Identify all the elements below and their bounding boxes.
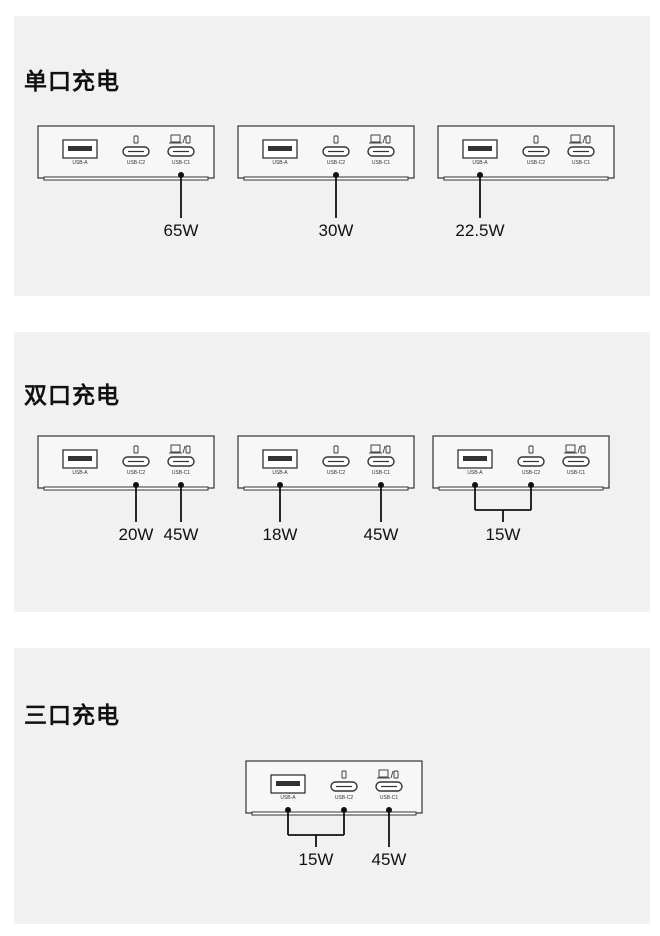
power-bank-device: USB-A USB-C2 USB-C1 18W 45W: [237, 435, 415, 544]
device-base: [438, 486, 604, 491]
device-base: [243, 486, 409, 491]
power-bank-device: USB-A USB-C2 USB-C1 22.5W: [437, 125, 615, 240]
power-label: 45W: [164, 525, 199, 544]
port-label: USB-A: [467, 470, 483, 476]
power-label: 15W: [486, 525, 521, 544]
slash-icon: [582, 135, 586, 144]
phone-icon: [133, 445, 139, 454]
port-label: USB-C2: [335, 795, 354, 801]
phone-icon: [585, 135, 591, 144]
usb-a-tongue: [268, 456, 292, 461]
laptop-icon: [170, 134, 181, 143]
port-label: USB-A: [272, 470, 288, 476]
port-label: USB-C1: [380, 795, 399, 801]
section-title-single-port: 单口充电: [24, 69, 120, 95]
port-label: USB-C1: [172, 160, 191, 166]
phone-icon: [333, 135, 339, 144]
power-bank-device: USB-A USB-C2 USB-C1 15W 45W: [245, 760, 423, 869]
phone-icon: [185, 135, 191, 144]
slash-icon: [382, 135, 386, 144]
power-bank-device: USB-A USB-C2 USB-C1 30W: [237, 125, 415, 240]
slash-icon: [390, 770, 394, 779]
laptop-icon: [370, 444, 381, 453]
power-bank-device: USB-A USB-C2 USB-C1 15W: [432, 435, 610, 544]
device-base: [43, 486, 209, 491]
port-label: USB-C2: [327, 470, 346, 476]
port-label: USB-A: [72, 470, 88, 476]
power-label: 15W: [299, 850, 334, 869]
power-label: 30W: [319, 221, 354, 240]
port-label: USB-C2: [527, 160, 546, 166]
phone-icon: [533, 135, 539, 144]
port-label: USB-C1: [172, 470, 191, 476]
port-label: USB-A: [472, 160, 488, 166]
slash-icon: [577, 445, 581, 454]
device-base: [251, 811, 417, 816]
laptop-icon: [370, 134, 381, 143]
port-label: USB-C2: [327, 160, 346, 166]
laptop-icon: [570, 134, 581, 143]
phone-icon: [185, 445, 191, 454]
phone-icon: [341, 770, 347, 779]
power-label: 20W: [119, 525, 154, 544]
power-bank-device: USB-A USB-C2 USB-C1 20W 45W: [37, 435, 215, 544]
port-label: USB-C1: [372, 160, 391, 166]
usb-a-tongue: [68, 146, 92, 151]
port-label: USB-C2: [127, 470, 146, 476]
port-label: USB-C2: [522, 470, 541, 476]
port-label: USB-C2: [127, 160, 146, 166]
usb-a-tongue: [68, 456, 92, 461]
phone-icon: [333, 445, 339, 454]
usb-a-tongue: [268, 146, 292, 151]
port-label: USB-C1: [572, 160, 591, 166]
power-label: 22.5W: [455, 221, 504, 240]
usb-a-tongue: [463, 456, 487, 461]
laptop-icon: [170, 444, 181, 453]
slash-icon: [182, 445, 186, 454]
laptop-icon: [565, 444, 576, 453]
power-label: 45W: [364, 525, 399, 544]
section-title-triple-port: 三口充电: [24, 703, 120, 729]
section-title-dual-port: 双口充电: [24, 383, 120, 409]
usb-a-tongue: [276, 781, 300, 786]
port-label: USB-A: [280, 795, 296, 801]
port-label: USB-A: [272, 160, 288, 166]
slash-icon: [182, 135, 186, 144]
device-base: [43, 176, 209, 181]
power-label: 65W: [164, 221, 199, 240]
slash-icon: [382, 445, 386, 454]
phone-icon: [580, 445, 586, 454]
laptop-icon: [378, 769, 389, 778]
phone-icon: [393, 770, 399, 779]
device-base: [443, 176, 609, 181]
power-label: 45W: [372, 850, 407, 869]
power-label: 18W: [263, 525, 298, 544]
phone-icon: [528, 445, 534, 454]
usb-a-tongue: [468, 146, 492, 151]
port-label: USB-C1: [567, 470, 586, 476]
device-base: [243, 176, 409, 181]
power-bank-device: USB-A USB-C2 USB-C1 65W: [37, 125, 215, 240]
phone-icon: [133, 135, 139, 144]
phone-icon: [385, 445, 391, 454]
phone-icon: [385, 135, 391, 144]
port-label: USB-C1: [372, 470, 391, 476]
port-label: USB-A: [72, 160, 88, 166]
